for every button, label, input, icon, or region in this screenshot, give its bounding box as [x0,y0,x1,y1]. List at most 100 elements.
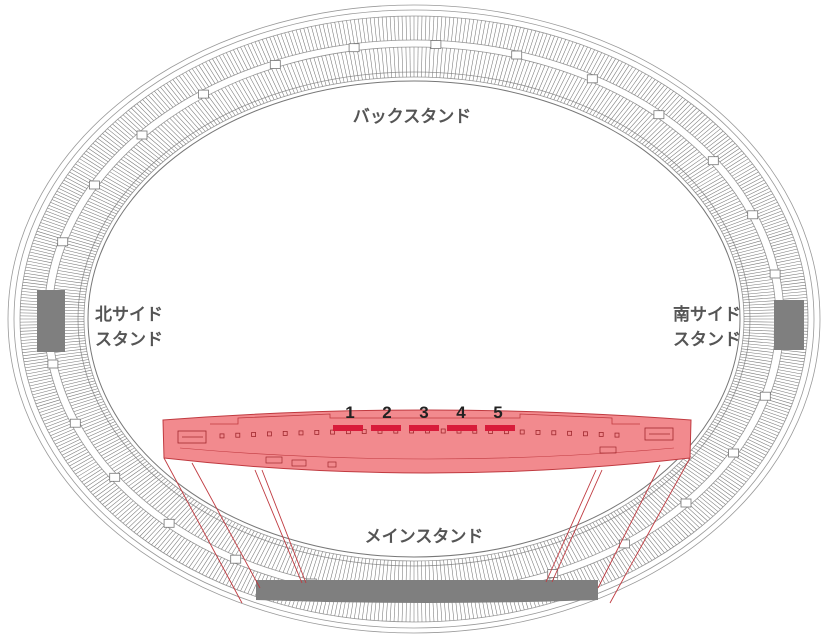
seat-row-line [73,166,95,179]
seat-row-line [657,135,682,156]
seat-row-line [208,60,222,81]
seat-row-line [726,231,758,242]
seat-row-line [61,258,93,266]
seat-row-line [725,228,756,240]
seat-row-line [700,184,729,200]
seat-row-line [706,489,726,505]
main-stand-label: メインスタンド [365,527,484,547]
seat-row-line [764,407,788,416]
seat-row-line [151,526,168,546]
seat-row-line [755,202,778,212]
zoom-seat-unit [282,430,288,436]
seat-row-line [699,496,719,512]
entrance-gap [759,391,771,401]
seat-row-line [329,54,338,84]
seat-row-line [776,257,800,264]
seat-row-line [526,546,538,575]
seat-row-line [151,92,168,112]
seat-row-line [747,188,770,199]
seat-row-line [337,555,345,585]
seat-row-line [291,30,300,54]
seat-row-line [612,554,627,575]
seat-row-line [136,517,154,535]
seat-row-line [592,90,611,116]
seat-row-line [780,278,805,283]
seat-row-line [609,61,623,83]
seat-row-line [55,351,88,356]
seat-row-line [550,539,564,567]
seat-row-line [682,511,700,528]
seat-row-line [204,516,224,541]
zoom-room-1 [265,456,283,464]
seat-row-line [443,48,447,79]
seat-row-line [338,21,344,46]
seat-row-line [704,189,733,205]
seat-row-line [526,63,538,92]
seat-row-line [432,16,435,41]
seat-row-line [28,374,52,381]
box-marker-1[interactable] [333,425,363,431]
seat-row-line [88,148,109,163]
seat-row-line [25,366,50,372]
seat-row-line [269,36,279,60]
box-marker-4[interactable] [447,425,477,431]
seat-row-line [73,226,104,237]
seat-row-line [377,48,381,79]
seat-row-line [760,213,784,223]
box-marker-2[interactable] [371,425,401,431]
seat-row-line [667,144,693,165]
box-marker-5[interactable] [485,425,515,431]
seat-row-line [517,28,525,52]
seat-row-line [424,16,427,41]
seat-row-line [676,105,695,123]
seat-row-line [766,402,790,410]
seat-row-line [717,211,748,225]
seat-row-line [749,436,772,448]
seat-row-line [128,151,154,171]
seat-row-line [674,467,700,487]
seat-row-line [731,163,753,177]
seat-row-line [309,58,320,88]
seat-row-line [253,75,268,103]
seat-row-line [120,116,139,134]
seat-row-line [610,513,631,538]
seat-row-line [275,542,288,571]
seat-row-line [697,179,725,196]
box-seat-markers [333,425,515,431]
seat-row-line [57,361,90,368]
seat-row-line [25,269,49,275]
seat-row-line [712,203,743,217]
seat-row-line [55,353,88,359]
seat-row-line [469,19,474,44]
seat-row-line [740,177,763,189]
seat-row-line [700,438,729,454]
seat-row-line [676,153,703,173]
box-marker-3[interactable] [409,425,439,431]
seat-row-line [317,552,327,582]
seat-row-line [450,48,455,79]
seat-row-line [510,26,517,50]
seat-row-line [711,423,741,438]
seat-row-line [777,263,802,269]
seat-row-line [22,352,47,357]
seat-row-line [51,428,75,439]
seat-row-line [497,55,507,86]
seat-row-line [724,401,755,412]
seat-row-line [556,73,572,102]
zoom-panel-inner-edge [210,413,640,425]
seat-row-line [146,482,171,503]
seat-row-line [778,366,803,372]
seat-row-line [779,269,803,275]
seat-row-line [145,523,163,541]
seat-row-line [515,549,527,578]
seat-row-line [26,263,51,269]
seat-row-line [61,182,84,194]
seat-row-line [631,73,646,94]
seat-row-line [133,146,159,167]
seat-row-line [612,63,627,84]
seat-row-line [682,110,700,127]
seat-row-line [659,137,685,158]
seat-row-line [41,410,65,419]
seat-row-line [671,519,689,537]
seat-row-line [130,469,157,489]
